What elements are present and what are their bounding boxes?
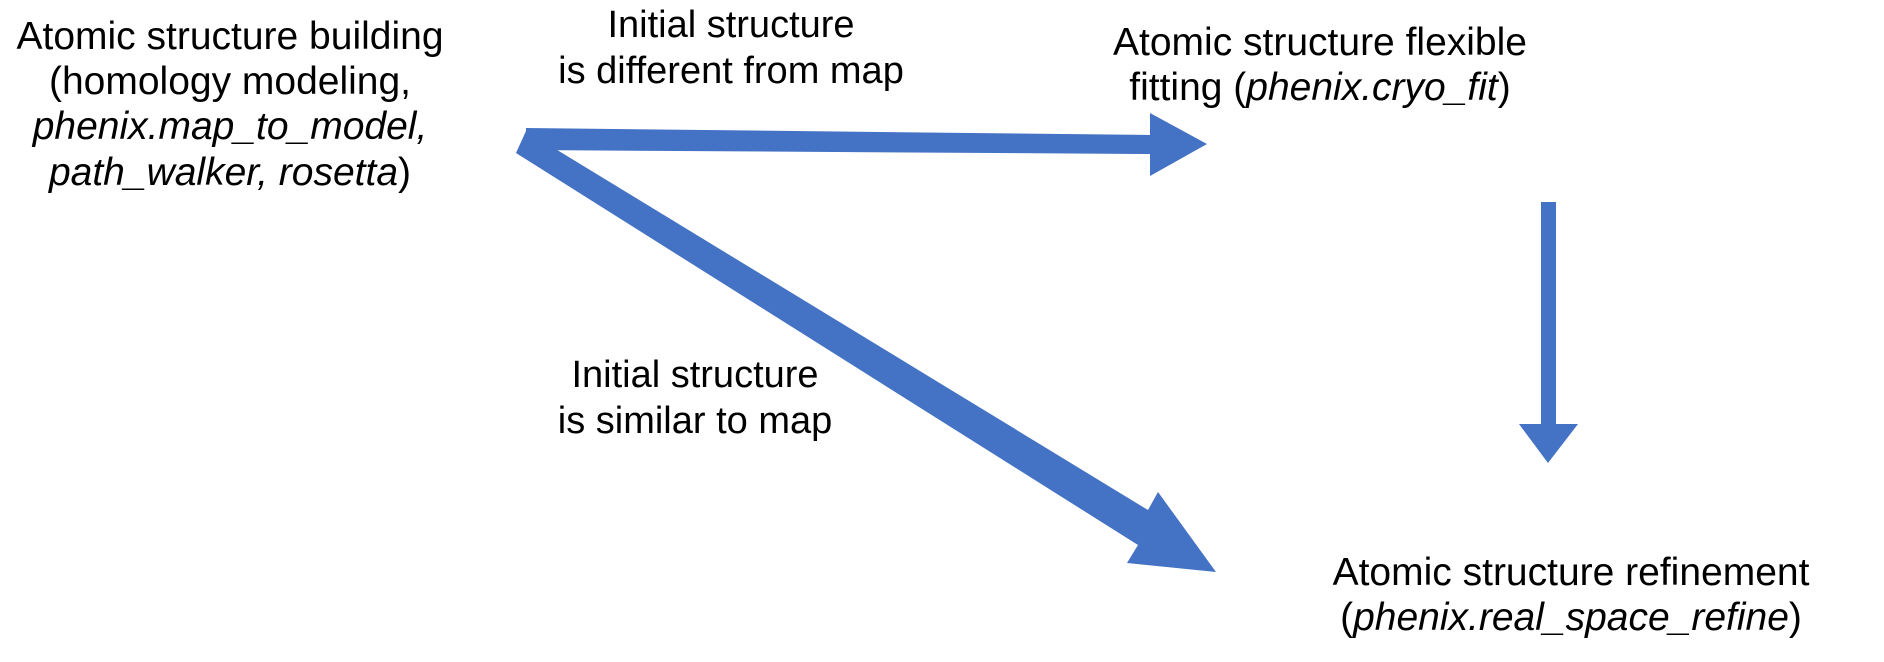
edge-label-similar-line-1: Initial structure (571, 354, 819, 396)
node-atomic-structure-flexible-fitting: Atomic structure flexible fitting (pheni… (1080, 20, 1560, 110)
node-building-line-3: phenix.map_to_model, (32, 105, 428, 149)
node-fitting-line-2-italic: phenix.cryo_fit (1246, 66, 1498, 110)
node-atomic-structure-refinement: Atomic structure refinement (phenix.real… (1258, 550, 1884, 640)
edge-label-similar-to-map: Initial structure is similar to map (540, 352, 850, 445)
edge-label-similar-line-2: is similar to map (557, 400, 833, 443)
node-building-line-4-paren: ) (398, 150, 412, 194)
node-fitting-line-2: fitting (phenix.cryo_fit) (1080, 65, 1560, 110)
edge-label-different-line-1: Initial structure (607, 4, 855, 46)
node-refinement-line-2-suffix: ) (1788, 596, 1802, 640)
node-refinement-line-1: Atomic structure refinement (1332, 551, 1810, 594)
node-refinement-line-2: (phenix.real_space_refine) (1258, 595, 1884, 640)
node-building-line-4-italic: path_walker, rosetta (48, 150, 399, 194)
arrow-flexible-fitting-to-refinement (1519, 202, 1578, 463)
node-building-line-4: path_walker, rosetta) (0, 150, 460, 195)
node-fitting-line-1: Atomic structure flexible (1113, 21, 1527, 64)
node-building-line-1: Atomic structure building (16, 15, 444, 58)
edge-label-different-line-2: is different from map (558, 50, 904, 93)
node-refinement-line-2-italic: phenix.real_space_refine (1353, 596, 1789, 640)
node-atomic-structure-building: Atomic structure building (homology mode… (0, 14, 460, 195)
node-building-line-2: (homology modeling, (48, 60, 412, 104)
node-fitting-line-2-prefix: fitting ( (1129, 66, 1247, 110)
edge-label-different-from-map: Initial structure is different from map (536, 2, 926, 95)
node-fitting-line-2-suffix: ) (1497, 66, 1511, 110)
node-refinement-line-2-prefix: ( (1340, 596, 1354, 640)
arrow-building-to-flexible-fitting (526, 113, 1207, 176)
